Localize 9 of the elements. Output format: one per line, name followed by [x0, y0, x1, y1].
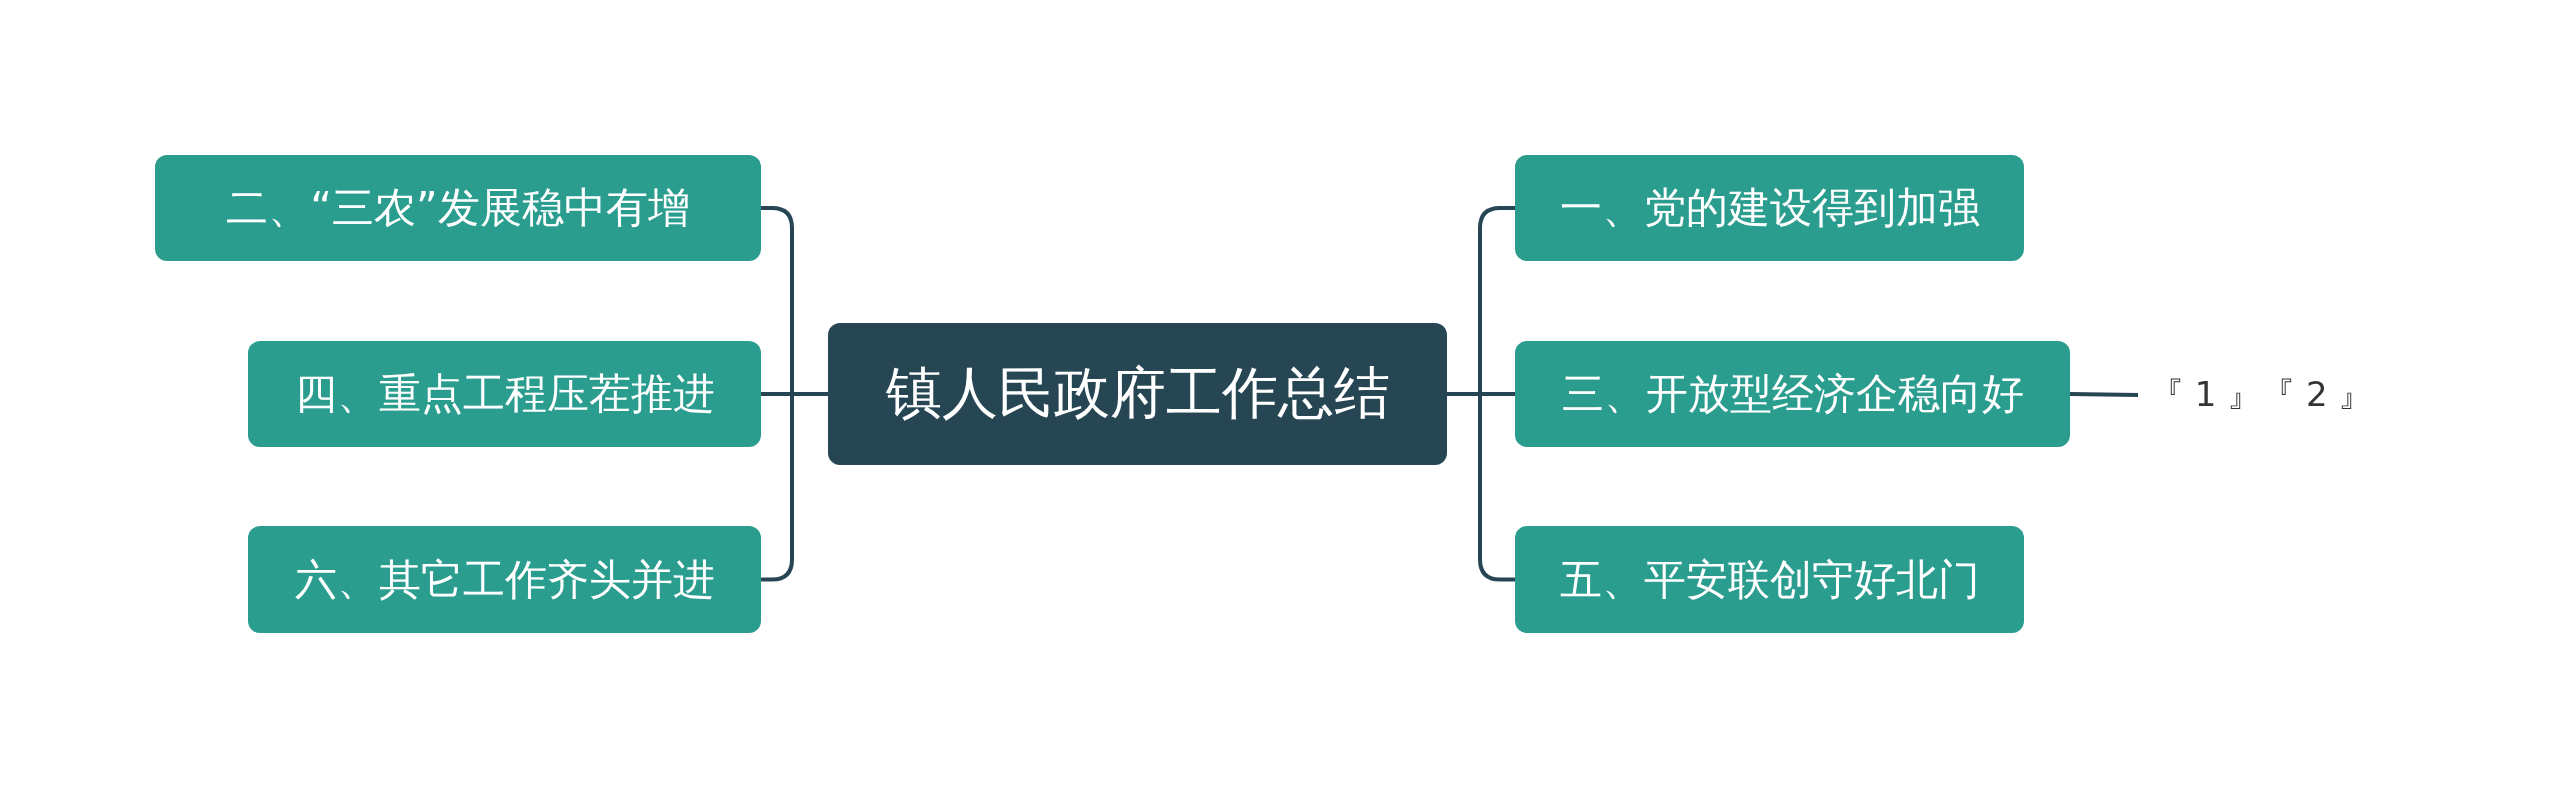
topic-box: 二、“三农”发展稳中有增	[155, 155, 761, 261]
topic-box: 五、平安联创守好北门	[1515, 526, 2024, 633]
topic-box: 三、开放型经济企稳向好	[1515, 341, 2070, 447]
connector-line	[2069, 392, 2139, 397]
topic-box: 六、其它工作齐头并进	[248, 526, 761, 633]
topic-box: 四、重点工程压茬推进	[248, 341, 761, 447]
topic-box: 一、党的建设得到加强	[1515, 155, 2024, 261]
central-topic-box: 镇人民政府工作总结	[828, 323, 1447, 465]
note-text: 『 1 』『 2 』	[2150, 370, 2390, 420]
